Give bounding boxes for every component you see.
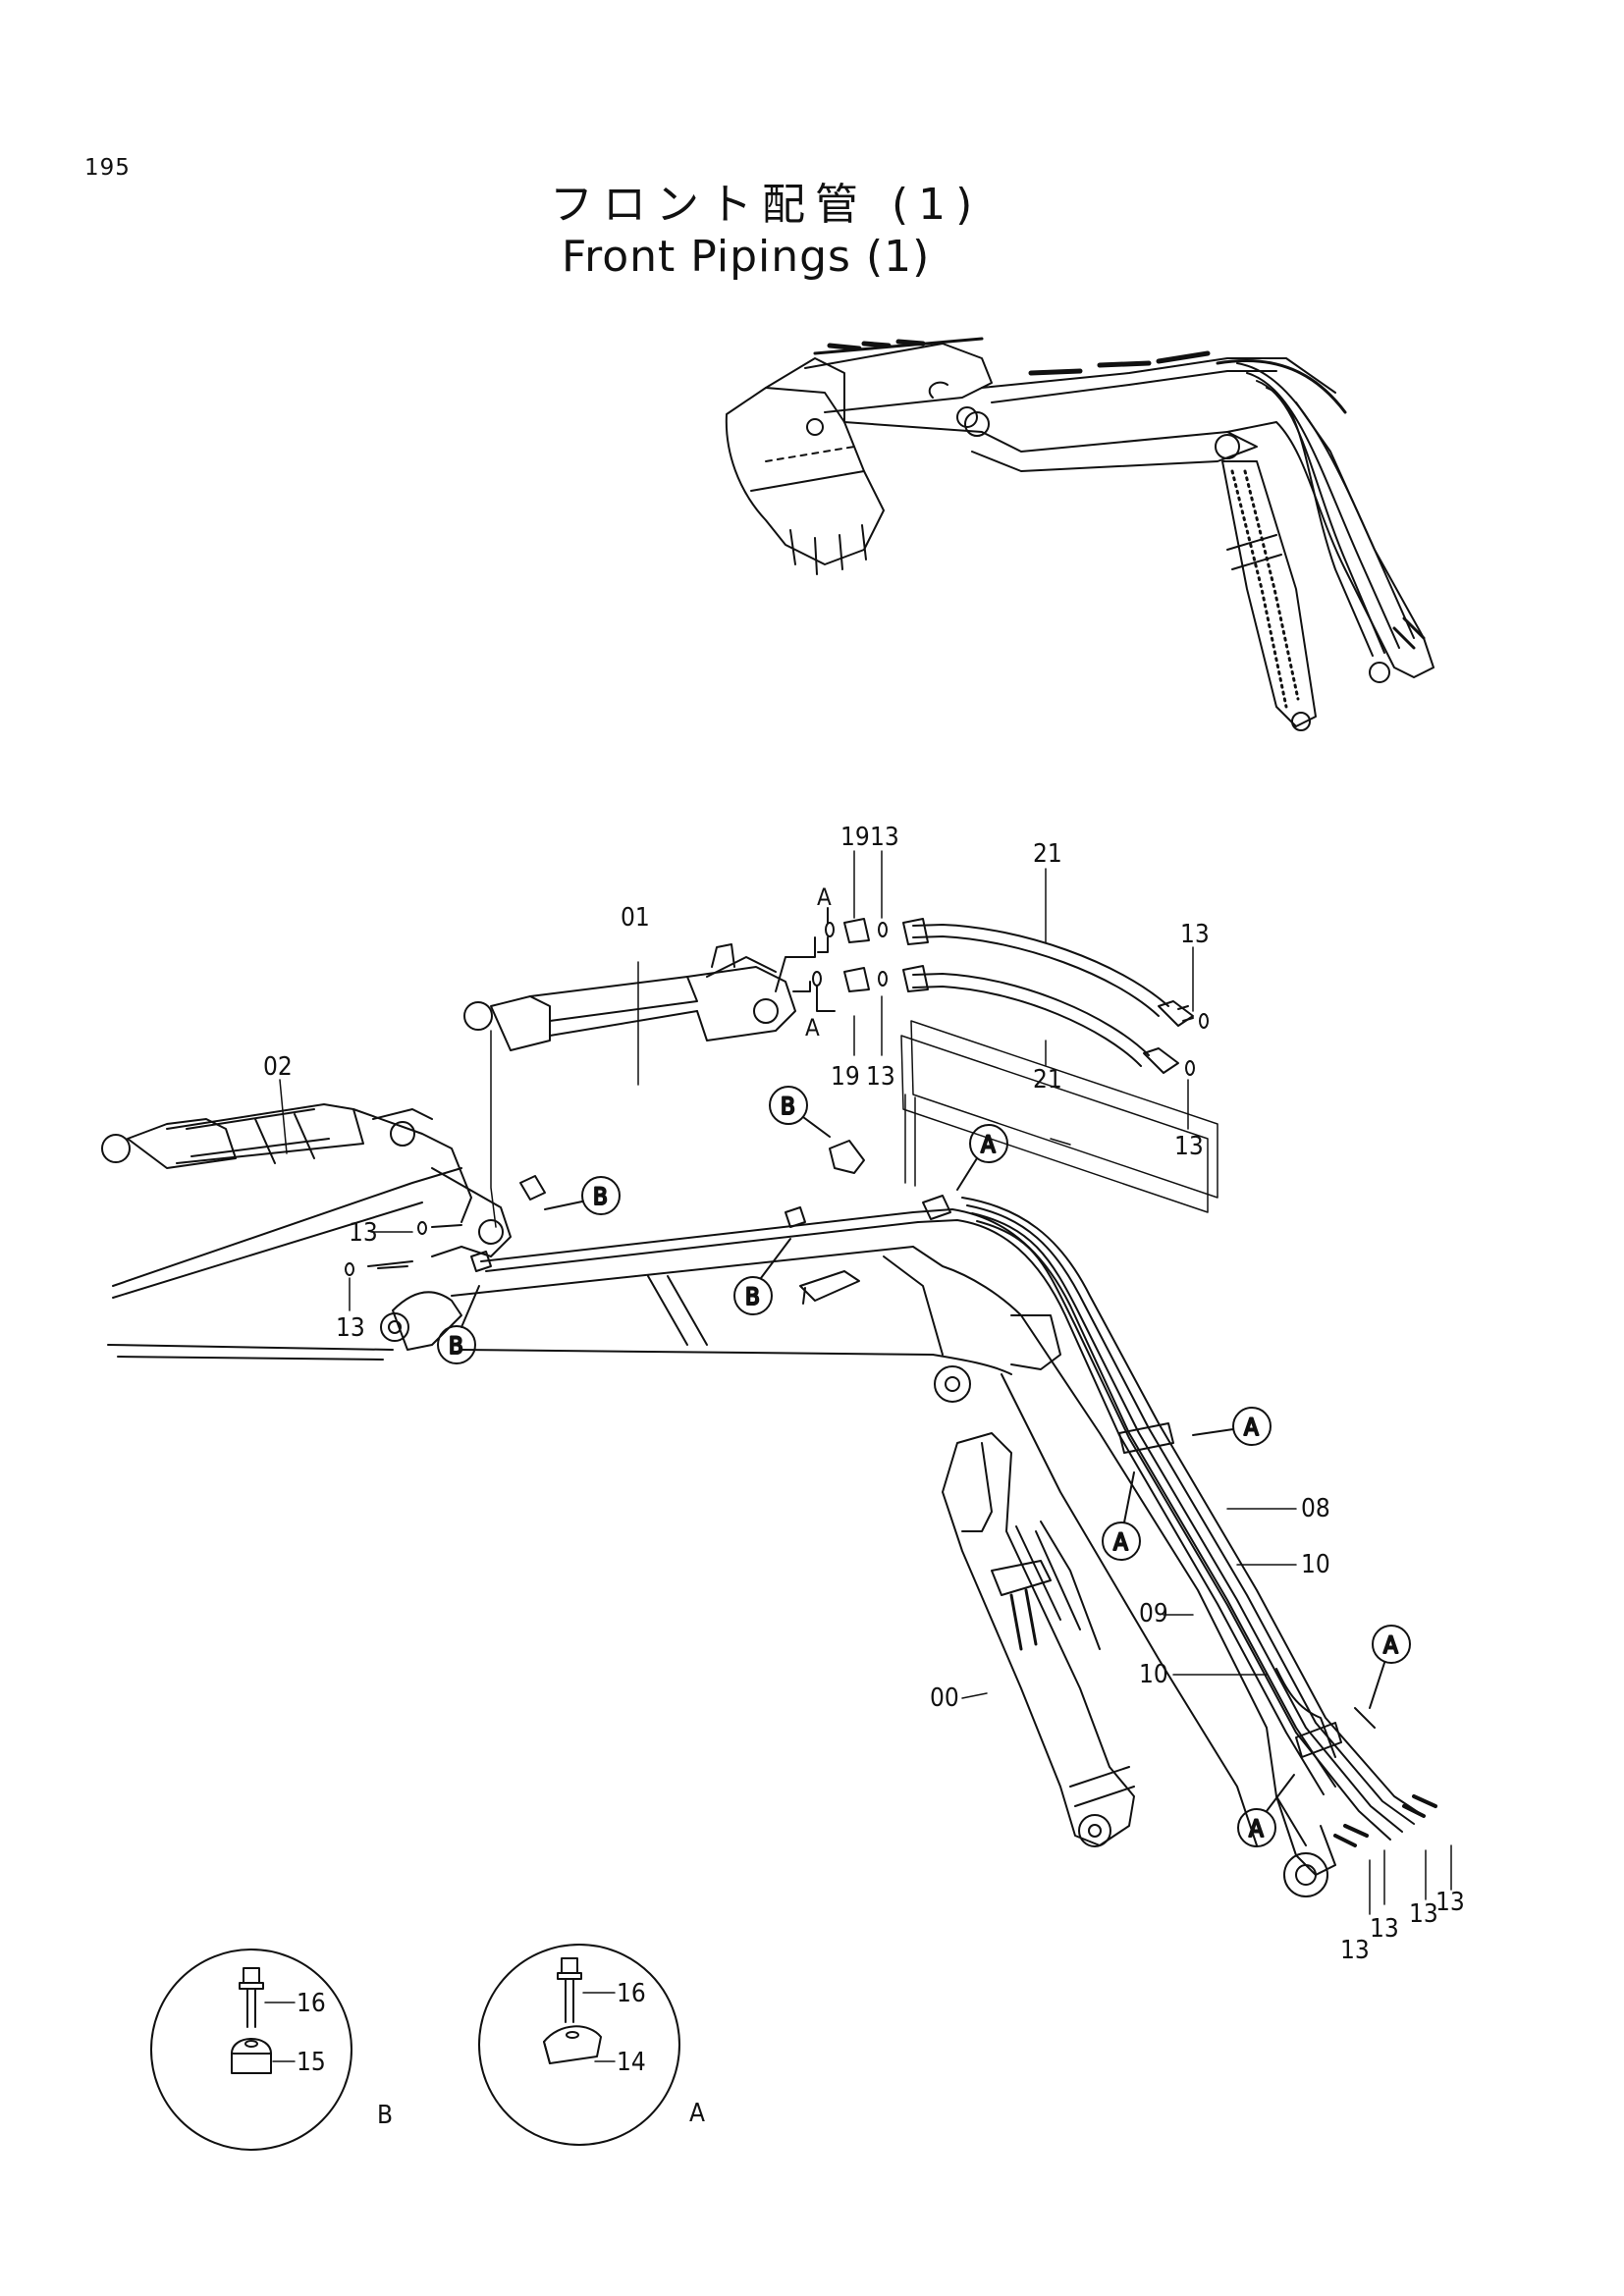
exploded-frame: [900, 1020, 1218, 1213]
part-number-labels: 01 02 00 08 10 09 10 21 21 13 13 19 13 1…: [263, 823, 1465, 1965]
detail-view-a: 16 14 A: [478, 1944, 705, 2146]
main-boom-assembly: [107, 1167, 1437, 1897]
label-13-b: 13: [1174, 1132, 1204, 1161]
callout-b-3: B: [745, 1283, 760, 1310]
detail-b-bolt-label: 16: [297, 1989, 326, 2018]
detail-a-clamp-label: 14: [617, 2048, 646, 2077]
leader-lines: [279, 850, 1452, 1915]
overview-arm-illustration: [725, 337, 1435, 731]
detail-a-view-label: A: [689, 2099, 705, 2128]
label-a-fitting-bottom: A: [805, 1014, 820, 1041]
arm-cylinder-02: [101, 1103, 512, 1257]
label-01: 01: [621, 903, 650, 933]
label-13-g: 13: [1340, 1936, 1370, 1965]
detail-b-view-label: B: [377, 2101, 393, 2130]
label-13-c: 13: [870, 823, 899, 852]
callout-markers: B B B B A A A A A: [437, 1086, 1411, 1847]
label-13-f: 13: [336, 1313, 365, 1343]
label-21-a: 21: [1033, 839, 1062, 869]
callout-a-1: A: [981, 1131, 996, 1158]
callout-b-2: B: [781, 1093, 795, 1120]
label-02: 02: [263, 1052, 293, 1082]
bucket-cylinder-01: [463, 943, 796, 1228]
callout-b-4: B: [449, 1332, 463, 1360]
label-13-i: 13: [1409, 1899, 1438, 1929]
label-10-b: 10: [1139, 1660, 1168, 1689]
hoses-21: [775, 907, 1209, 1076]
detail-view-b: 16 15 B: [150, 1949, 393, 2151]
title-japanese: フロント配管 (1): [550, 180, 983, 230]
label-10-a: 10: [1301, 1550, 1330, 1579]
label-21-b: 21: [1033, 1065, 1062, 1095]
label-13-h: 13: [1370, 1914, 1399, 1944]
label-13-d: 13: [866, 1062, 895, 1092]
label-09: 09: [1139, 1599, 1168, 1629]
page-number: 195: [84, 155, 131, 181]
label-19-b: 19: [831, 1062, 860, 1092]
label-13-e: 13: [349, 1218, 378, 1248]
callout-b-1: B: [593, 1183, 608, 1210]
label-a-fitting-top: A: [817, 883, 832, 911]
label-13-a: 13: [1180, 920, 1210, 949]
title-english: Front Pipings (1): [562, 232, 931, 282]
callout-a-4: A: [1383, 1631, 1398, 1659]
callout-a-3: A: [1113, 1528, 1128, 1556]
detail-b-clamp-label: 15: [297, 2048, 326, 2077]
arm-clamps: [345, 1140, 951, 1305]
callout-a-5: A: [1249, 1815, 1264, 1842]
label-19-a: 19: [840, 823, 870, 852]
label-08: 08: [1301, 1494, 1330, 1523]
label-13-j: 13: [1435, 1888, 1465, 1917]
callout-a-2: A: [1244, 1414, 1259, 1441]
label-00: 00: [930, 1683, 959, 1713]
detail-a-bolt-label: 16: [617, 1979, 646, 2008]
